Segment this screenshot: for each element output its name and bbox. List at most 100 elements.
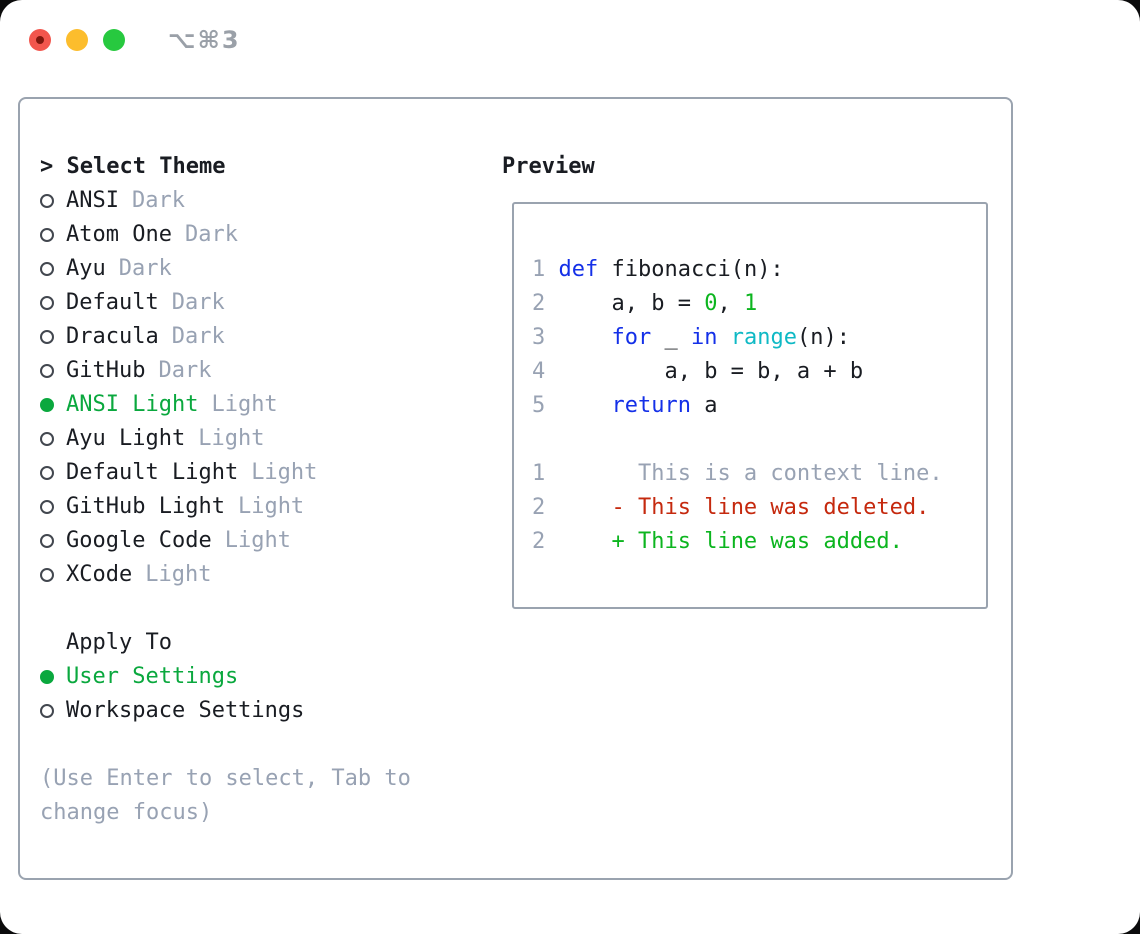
code-line: 5 return a <box>532 389 986 423</box>
cursor-prefix: > <box>40 154 67 179</box>
option-label: Workspace Settings <box>66 698 305 723</box>
hint-line: (Use Enter to select, Tab to <box>40 766 411 791</box>
code-segment <box>559 495 612 520</box>
line-number: 3 <box>532 325 559 350</box>
code-line: 2 a, b = 0, 1 <box>532 287 986 321</box>
code-segment: (n): <box>796 325 850 350</box>
theme-option[interactable]: ANSI Dark <box>40 184 411 218</box>
radio-selected-icon <box>40 398 54 412</box>
radio-icon <box>40 194 54 208</box>
radio-icon <box>40 330 54 344</box>
code-segment: 1 <box>743 291 758 316</box>
code-segment: 0 <box>704 291 718 316</box>
code-segment: This is a context line. <box>558 461 943 486</box>
radio-icon <box>40 262 54 276</box>
code-line: 1 def fibonacci(n): <box>532 253 986 287</box>
theme-option[interactable]: XCode Light <box>40 558 411 592</box>
radio-icon <box>40 296 54 310</box>
preview-title: Preview <box>502 154 595 179</box>
theme-variant-tag: Dark <box>171 324 225 349</box>
option-label: GitHub <box>66 358 146 383</box>
option-label: Ayu Light <box>66 426 186 451</box>
code-segment <box>559 325 612 350</box>
radio-selected-icon <box>40 670 54 684</box>
radio-icon <box>40 466 54 480</box>
apply-option[interactable]: User Settings <box>40 660 411 694</box>
theme-option[interactable]: Ayu Light Light <box>40 422 411 456</box>
select-theme-title: Select Theme <box>66 154 226 179</box>
select-theme-header: > Select Theme <box>40 150 411 184</box>
theme-variant-tag: Light <box>211 392 278 417</box>
close-icon <box>36 36 44 44</box>
apply-option[interactable]: Workspace Settings <box>40 694 411 728</box>
theme-variant-tag: Dark <box>184 222 238 247</box>
theme-variant-tag: Light <box>198 426 265 451</box>
close-button[interactable] <box>29 29 51 51</box>
code-segment: range <box>730 325 797 350</box>
code-segment: def <box>558 257 599 282</box>
zoom-button[interactable] <box>103 29 125 51</box>
theme-variant-tag: Dark <box>131 188 185 213</box>
theme-variant-tag: Light <box>145 562 212 587</box>
option-label: Google Code <box>66 528 212 553</box>
minimize-button[interactable] <box>66 29 88 51</box>
preview-column: Preview 1 def fibonacci(n):2 a, b = 0, 1… <box>502 150 988 609</box>
code-segment <box>717 325 730 350</box>
code-line: 2 - This line was deleted. <box>532 491 986 525</box>
option-label: Atom One <box>66 222 172 247</box>
code-segment: a, b = <box>558 291 705 316</box>
apply-to-header: Apply To <box>66 630 172 655</box>
line-number: 2 <box>532 495 559 520</box>
theme-option[interactable]: ANSI Light Light <box>40 388 411 422</box>
theme-variant-tag: Dark <box>171 290 225 315</box>
line-number: 5 <box>532 393 559 418</box>
line-number: 2 <box>532 529 559 554</box>
line-number: 4 <box>532 359 559 384</box>
theme-option[interactable]: Atom One Dark <box>40 218 411 252</box>
radio-icon <box>40 534 54 548</box>
option-label: ANSI Light <box>66 392 199 417</box>
code-segment: - This line was deleted. <box>611 495 930 520</box>
radio-icon <box>40 228 54 242</box>
option-label: Default Light <box>66 460 239 485</box>
option-label: XCode <box>66 562 133 587</box>
line-number: 1 <box>532 257 559 282</box>
code-segment: for <box>611 325 652 350</box>
spacer <box>40 728 411 762</box>
radio-icon <box>40 364 54 378</box>
theme-option[interactable]: GitHub Light Light <box>40 490 411 524</box>
code-line: 4 a, b = b, a + b <box>532 355 986 389</box>
code-segment <box>559 529 612 554</box>
theme-option[interactable]: Google Code Light <box>40 524 411 558</box>
code-segment: fibonacci(n): <box>598 257 784 282</box>
code-segment: + This line was added. <box>611 529 903 554</box>
theme-variant-tag: Light <box>237 494 305 519</box>
spacer <box>40 592 411 626</box>
code-line: 1 This is a context line. <box>532 457 986 491</box>
option-label: Ayu <box>66 256 106 281</box>
option-label: ANSI <box>66 188 119 213</box>
titlebar: ⌥⌘3 <box>29 26 241 54</box>
theme-variant-tag: Light <box>224 528 291 553</box>
radio-icon <box>40 500 54 514</box>
option-label: GitHub Light <box>66 494 225 519</box>
line-number: 2 <box>532 291 559 316</box>
window-title: ⌥⌘3 <box>168 26 241 54</box>
code-segment: return <box>611 393 691 418</box>
radio-icon <box>40 432 54 446</box>
code-segment: in <box>690 325 718 350</box>
code-line: 2 + This line was added. <box>532 525 986 559</box>
code-line <box>532 423 986 457</box>
